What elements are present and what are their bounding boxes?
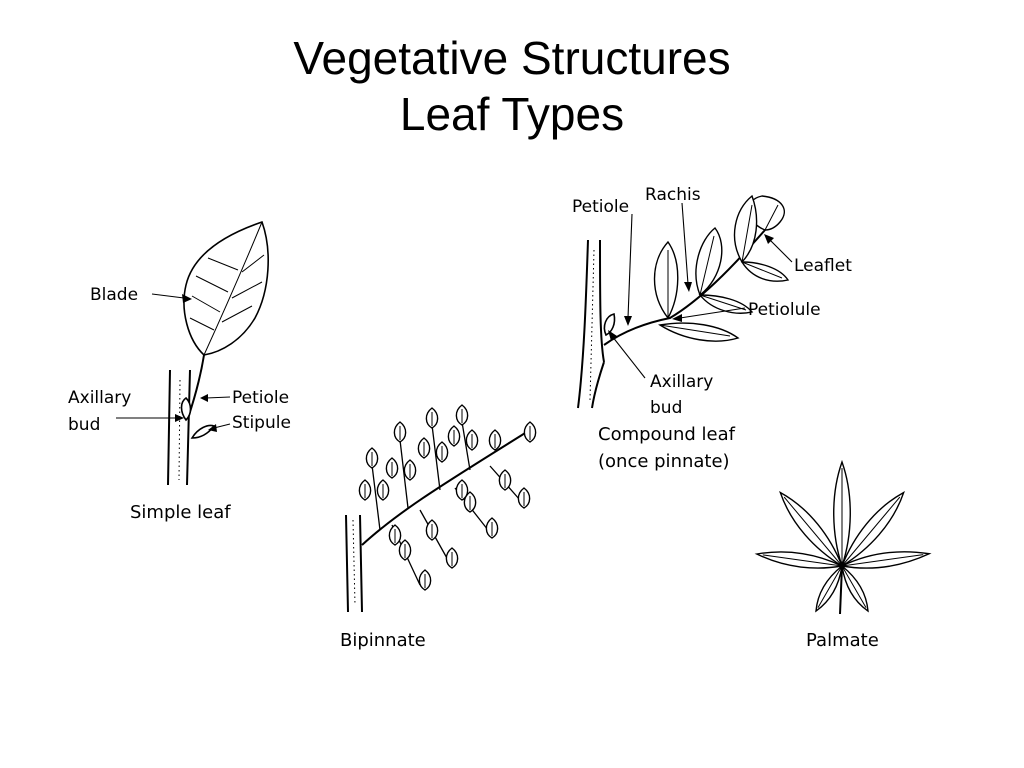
title-line-1: Vegetative Structures [293,32,731,84]
simple-stem [167,369,191,486]
label-leaflet: Leaflet [794,256,852,276]
label-axillary-bud-simple-2: bud [68,415,100,435]
label-petiolule: Petiolule [748,300,821,320]
compound-leaf-drawing [577,194,793,409]
simple-blade [183,220,269,356]
label-petiole-compound: Petiole [572,197,629,217]
simple-stipule [190,424,216,439]
caption-simple-leaf: Simple leaf [130,502,231,523]
label-stipule-simple: Stipule [232,413,291,433]
caption-palmate: Palmate [806,630,879,651]
label-axillary-bud-compound-1: Axillary [650,372,713,392]
label-blade: Blade [90,285,138,305]
bipinnate-stem [345,514,363,613]
simple-leaf-drawing [116,220,269,486]
title-line-2: Leaf Types [399,88,625,140]
caption-compound-leaf: Compound leaf [598,424,736,445]
slide-title: Vegetative Structures Leaf Types [0,30,1024,142]
label-petiole-simple: Petiole [232,388,289,408]
bipinnate-drawing [345,404,537,613]
label-axillary-bud-simple-1: Axillary [68,388,131,408]
label-rachis: Rachis [645,185,701,205]
simple-axillary-bud [180,396,192,422]
palmate-drawing [754,459,932,615]
caption-bipinnate: Bipinnate [340,630,426,651]
compound-rachis [603,229,766,346]
compound-stem [577,239,605,409]
caption-once-pinnate: (once pinnate) [598,451,730,472]
label-axillary-bud-compound-2: bud [650,398,682,418]
